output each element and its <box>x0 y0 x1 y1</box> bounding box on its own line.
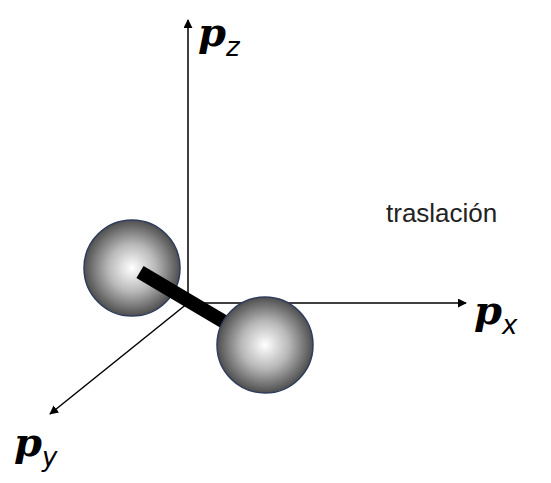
atom-sphere <box>217 297 313 393</box>
z-axis <box>187 20 189 303</box>
motion-label: traslación <box>386 200 497 226</box>
y-axis <box>50 303 188 414</box>
axis-label: pz <box>198 12 240 52</box>
axis-label: py <box>14 422 57 462</box>
axis-label: px <box>474 290 517 330</box>
x-axis <box>188 302 466 304</box>
atom-sphere <box>84 220 180 316</box>
